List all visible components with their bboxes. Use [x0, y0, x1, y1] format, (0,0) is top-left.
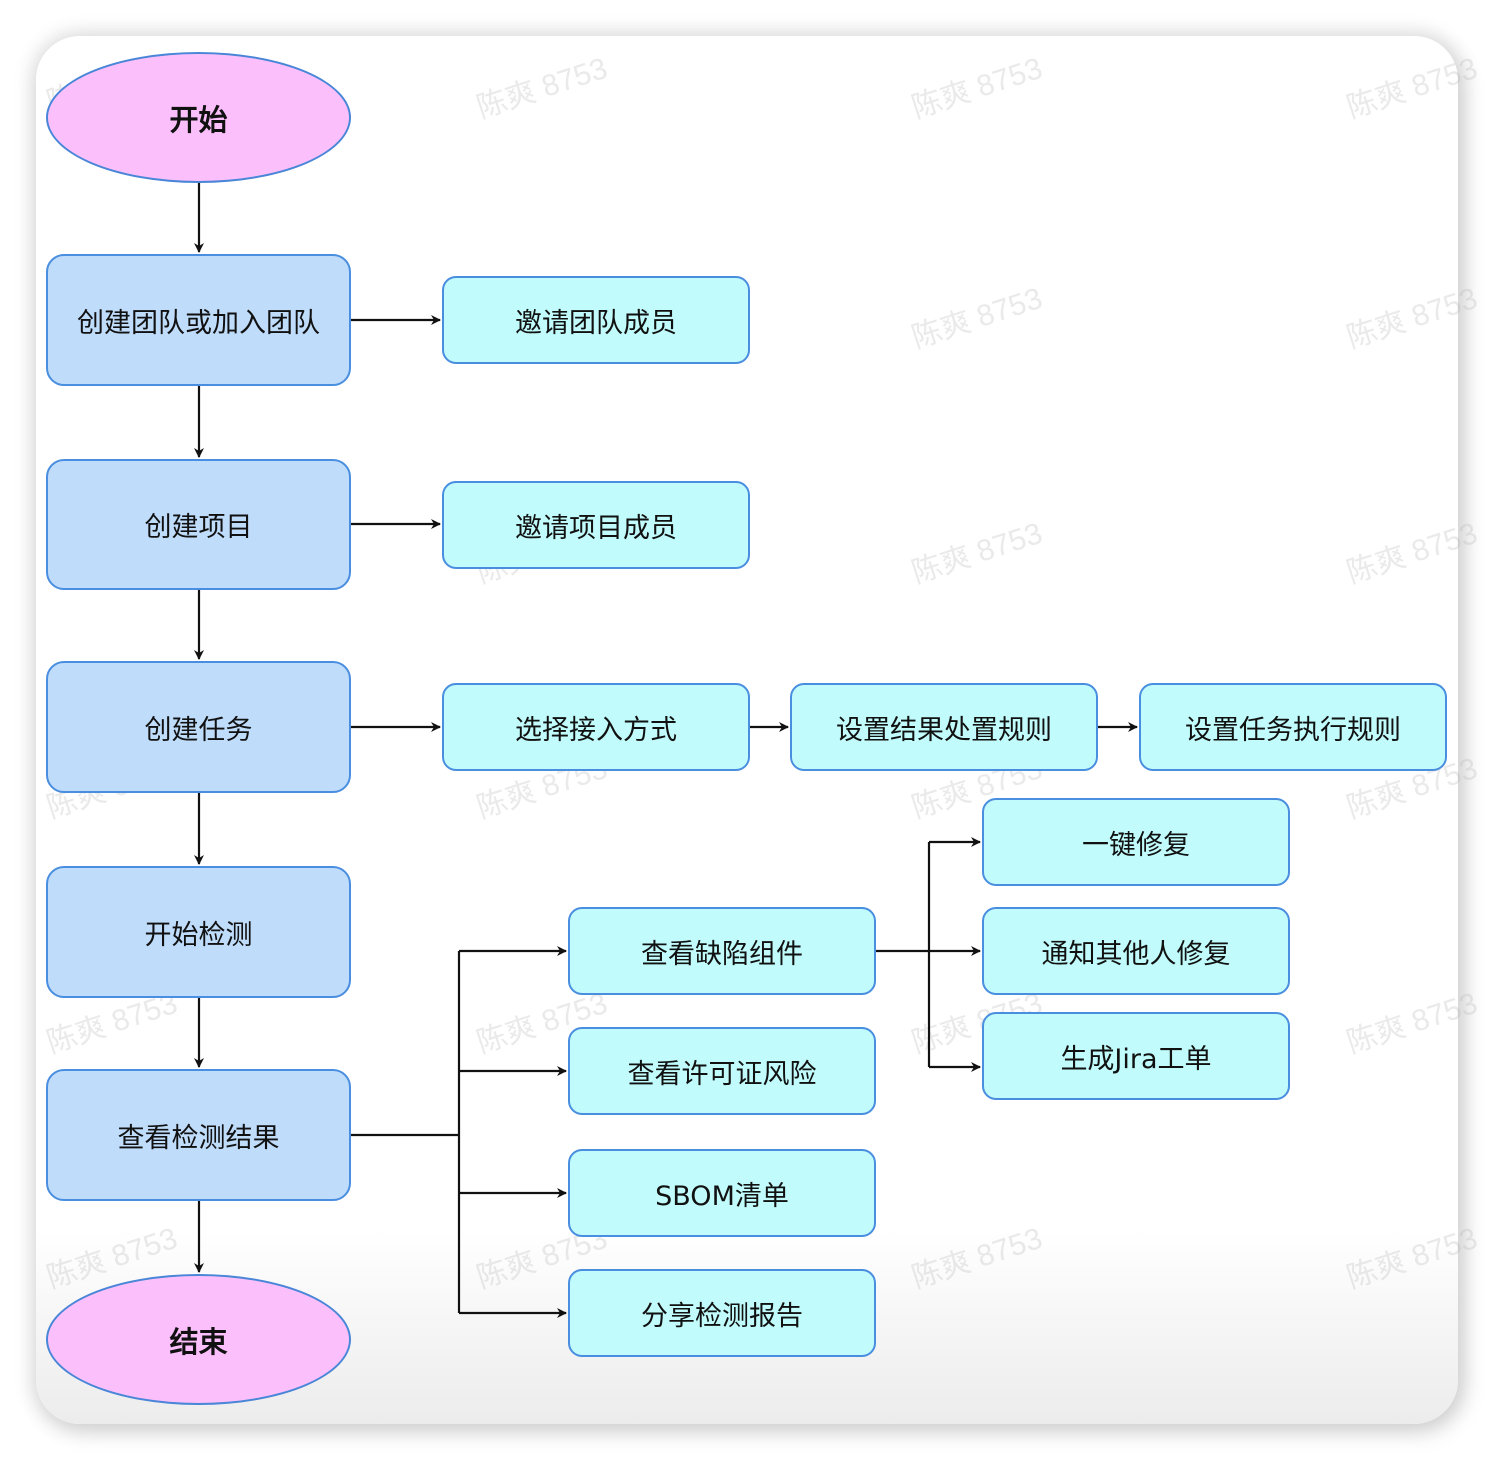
node-label: 生成Jira工单	[1060, 1043, 1212, 1075]
node-label: 查看许可证风险	[627, 1058, 817, 1090]
node-create-project[interactable]: 创建项目	[46, 459, 351, 590]
node-create-task[interactable]: 创建任务	[46, 661, 351, 793]
node-view-defects[interactable]: 查看缺陷组件	[568, 907, 876, 995]
node-one-click-fix[interactable]: 一键修复	[982, 798, 1290, 886]
node-label: 创建项目	[144, 512, 253, 543]
node-label: 设置任务执行规则	[1185, 714, 1401, 746]
node-label: SBOM清单	[655, 1180, 789, 1212]
node-select-access[interactable]: 选择接入方式	[442, 683, 750, 771]
node-label: 结束	[169, 1324, 228, 1359]
node-notify-fix[interactable]: 通知其他人修复	[982, 907, 1290, 995]
node-label: 一键修复	[1082, 829, 1190, 861]
node-label: 通知其他人修复	[1041, 938, 1231, 970]
node-label: 查看检测结果	[117, 1122, 280, 1154]
node-invite-project[interactable]: 邀请项目成员	[442, 481, 750, 569]
node-view-license[interactable]: 查看许可证风险	[568, 1027, 876, 1115]
node-label: 设置结果处置规则	[836, 714, 1052, 746]
node-create-team[interactable]: 创建团队或加入团队	[46, 254, 351, 386]
node-view-results[interactable]: 查看检测结果	[46, 1069, 351, 1201]
node-label: 邀请项目成员	[515, 512, 677, 544]
node-result-rules[interactable]: 设置结果处置规则	[790, 683, 1098, 771]
node-label: 创建团队或加入团队	[77, 307, 320, 339]
node-exec-rules[interactable]: 设置任务执行规则	[1139, 683, 1447, 771]
node-label: 分享检测报告	[641, 1300, 803, 1332]
node-label: 邀请团队成员	[515, 307, 677, 339]
node-sbom[interactable]: SBOM清单	[568, 1149, 876, 1237]
node-start-scan[interactable]: 开始检测	[46, 866, 351, 998]
node-share-report[interactable]: 分享检测报告	[568, 1269, 876, 1357]
node-label: 选择接入方式	[515, 714, 677, 746]
node-end[interactable]: 结束	[46, 1274, 351, 1405]
node-label: 查看缺陷组件	[641, 938, 803, 970]
node-label: 开始检测	[144, 919, 253, 951]
node-jira-ticket[interactable]: 生成Jira工单	[982, 1012, 1290, 1100]
node-label: 创建任务	[144, 714, 253, 746]
node-invite-team[interactable]: 邀请团队成员	[442, 276, 750, 364]
node-label: 开始	[169, 102, 228, 137]
node-start[interactable]: 开始	[46, 52, 351, 183]
